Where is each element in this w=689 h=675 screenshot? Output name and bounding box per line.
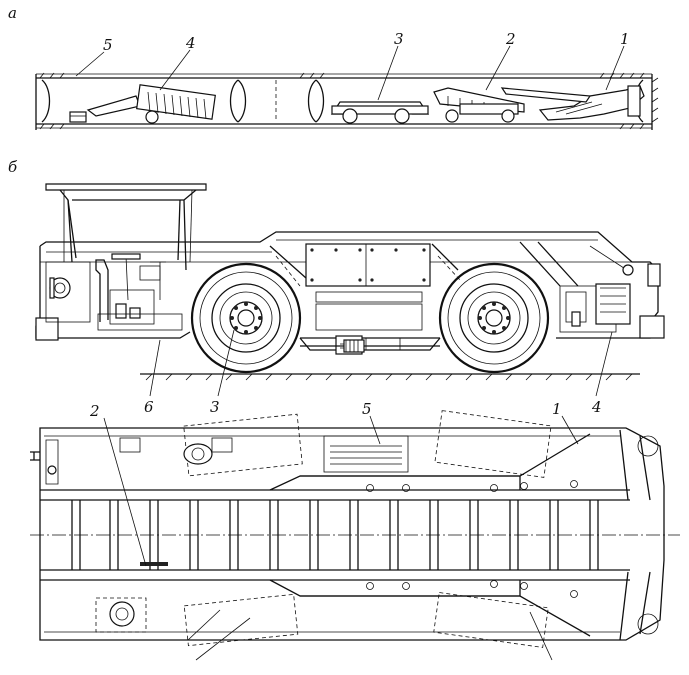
callout-a-2: 2 (505, 30, 516, 48)
panel-b-callouts: 6 3 4 (144, 329, 613, 416)
frame-cross-members (71, 500, 599, 570)
callout-b-6: 6 (144, 398, 154, 416)
panel-b-side-view: б (8, 158, 665, 416)
central-body-panels (269, 241, 631, 331)
front-wheel (190, 262, 302, 374)
panel-a-tunnel-scheme: а 5 (8, 4, 659, 130)
rear-engine-unit (559, 264, 634, 333)
panel-letter-a: а (8, 4, 17, 22)
plan-lower-body (95, 571, 659, 661)
ground-line (140, 373, 640, 381)
callout-b-3: 3 (210, 398, 220, 416)
callout-plan-2: 2 (89, 402, 100, 420)
plan-callouts: 2 5 1 (89, 400, 579, 567)
panel-plan-view: 2 5 1 (30, 400, 680, 661)
callout-a-3: 3 (394, 30, 404, 48)
callout-a-1: 1 (620, 30, 630, 48)
item-3-shuttle-car: 3 (330, 30, 430, 124)
callout-b-4: 4 (591, 398, 602, 416)
tunnel-walls (35, 72, 659, 130)
plan-outline (30, 427, 680, 641)
callout-plan-5: 5 (362, 400, 372, 418)
operator-compartment (45, 253, 183, 331)
item-4-loader: 4 (86, 34, 216, 124)
operator-canopy (45, 183, 207, 271)
vehicle-frame (35, 231, 665, 355)
item-5-unit: 5 (69, 36, 113, 123)
drive-shaft (300, 339, 440, 353)
item-1-cutter: 1 (500, 30, 645, 121)
rear-wheel (438, 262, 550, 374)
item-2-conveyor: 2 (433, 30, 525, 123)
panel-letter-b: б (8, 158, 18, 176)
plan-upper-body (119, 410, 659, 501)
callout-a-5: 5 (103, 36, 113, 54)
callout-plan-1: 1 (552, 400, 562, 418)
callout-a-4: 4 (185, 34, 196, 52)
